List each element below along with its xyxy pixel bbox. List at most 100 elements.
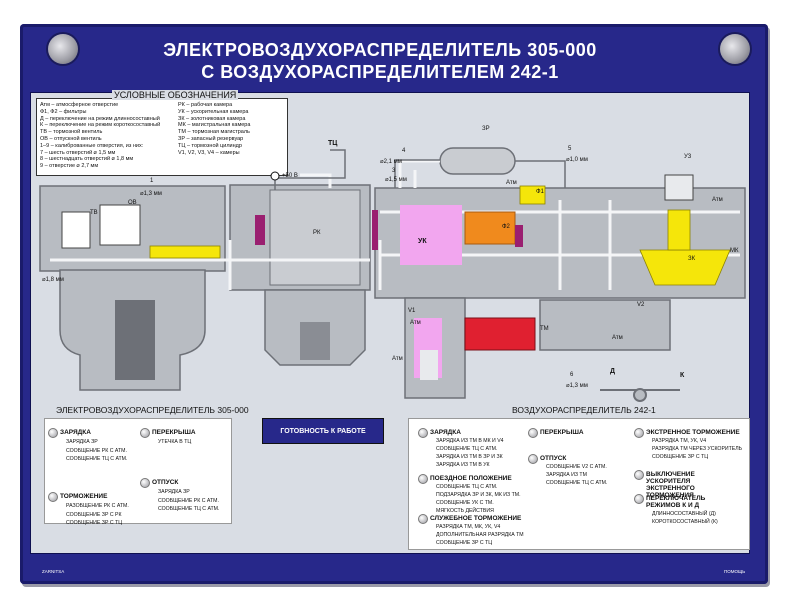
legend-item: 7 – шесть отверстий ⌀ 1,5 мм (40, 149, 116, 156)
mode-group-item: СООБЩЕНИЕ УК С ТМ. (436, 500, 494, 506)
mode-group-item: ДЛИННОСОСТАВНЫЙ (Д) (652, 511, 716, 517)
label-n1: 1 (150, 178, 154, 184)
mode-group-item: ЗАРЯДКА ИЗ ТМ В УК (436, 462, 490, 468)
mode-group-item: ЗАРЯДКА ЗР (158, 489, 190, 495)
group-bullet-icon (634, 494, 644, 504)
legend-item: Атм – атмосферное отверстие (40, 102, 119, 108)
yellow-chambers (149, 185, 731, 286)
footer-brand-right: ПОМОЩЬ (724, 569, 746, 574)
group-bullet-icon (418, 514, 428, 524)
legend-item: К – переключение на режим короткосоставн… (40, 122, 161, 129)
label-tv: ТВ (90, 210, 98, 216)
mode-group-item: КОРОТКОСОСТАВНЫЙ (К) (652, 519, 718, 525)
legend-box (36, 98, 288, 176)
legend-item: РК – рабочая камера (178, 102, 233, 108)
brake-line-block (464, 317, 536, 351)
label-tc: ТЦ (328, 140, 338, 147)
legend-item: Ф1, Ф2 – фильтры (40, 108, 87, 115)
group-bullet-icon (140, 428, 150, 438)
legend-title: УСЛОВНЫЕ ОБОЗНАЧЕНИЯ (112, 90, 239, 100)
label-d3: ⌀1,5 мм (385, 177, 407, 183)
label-zr: ЗР (482, 126, 490, 132)
mode-group-title: ЗАРЯДКА (430, 429, 461, 436)
mode-group-item: МЯГКОСТЬ ДЕЙСТВИЯ (436, 508, 494, 514)
right-section-title: ВОЗДУХОРАСПРЕДЕЛИТЕЛЬ 242-1 (512, 405, 656, 415)
label-f2: Ф2 (502, 224, 510, 230)
label-v1: V1 (408, 308, 416, 314)
mode-switch-lever (600, 388, 680, 402)
ready-to-work-button[interactable]: ГОТОВНОСТЬ К РАБОТЕ (262, 418, 384, 444)
mode-group-item: СООБЩЕНИЕ ТЦ С АТМ. (546, 480, 608, 486)
legend-item: МК – магистральная камера (178, 122, 251, 129)
mode-group-title: ПОЕЗДНОЕ ПОЛОЖЕНИЕ (430, 475, 512, 482)
mode-group-item: СООБЩЕНИЕ ТЦ С АТМ. (436, 484, 498, 490)
label-rk: РК (313, 230, 321, 236)
mode-group-title: ВЫКЛЮЧЕНИЕ УСКОРИТЕЛЯ ЭКСТРЕННОГО ТОРМОЖ… (646, 471, 695, 499)
group-bullet-icon (528, 428, 538, 438)
terminal-icon (270, 171, 280, 181)
label-uk: УК (418, 238, 427, 245)
legend-item: ОВ – отпускной вентиль (40, 136, 102, 142)
label-d: Д (610, 368, 615, 375)
legend-item: Д – переключение на режим длинносоставны… (40, 115, 160, 122)
mode-group-item: ЗАРЯДКА ЗР (66, 439, 98, 445)
label-n4: 4 (402, 148, 406, 154)
mode-group-item: ЗАРЯДКА ИЗ ТМ В МК И V4 (436, 438, 504, 444)
mode-group-item: УТЕЧКА В ТЦ (158, 439, 192, 445)
left-section-title: ЭЛЕКТРОВОЗДУХОРАСПРЕДЕЛИТЕЛЬ 305-000 (56, 405, 249, 415)
mode-group-title: ПЕРЕКЛЮЧАТЕЛЬ РЕЖИМОВ К И Д (646, 495, 706, 509)
legend-item: УК – ускорительная камера (178, 108, 249, 115)
footer-brand-left: ZARNITSA (42, 569, 65, 574)
mode-group-title: ЗАРЯДКА (60, 429, 91, 436)
group-bullet-icon (528, 454, 538, 464)
label-tm: ТМ (540, 326, 549, 332)
legend-item: ТЦ – тормозной цилиндр (178, 142, 242, 149)
legend-item: V1, V2, V3, V4 – камеры (178, 149, 240, 156)
group-bullet-icon (634, 428, 644, 438)
mode-group-item: СООБЩЕНИЕ ТЦ С АТМ. (158, 506, 220, 512)
label-d2: ⌀1,3 мм (140, 191, 162, 197)
label-v2: V2 (637, 302, 645, 308)
mode-group-item: СООБЩЕНИЕ ЗР С ТЦ (436, 540, 493, 546)
label-n6: 6 (570, 372, 574, 378)
label-d4: ⌀2,1 мм (380, 159, 402, 165)
label-atm: Атм (712, 197, 723, 203)
label-d1: ⌀1,8 мм (42, 277, 64, 283)
mode-group-title: ПЕРЕКРЫША (540, 429, 584, 436)
mode-group-item: ПОДЗАРЯДКА ЗР И ЗК, МК ИЗ ТМ. (436, 492, 521, 498)
label-atm: Атм (392, 356, 403, 362)
mode-group-item: РАЗРЯДКА ТМ, УК, V4 (652, 438, 707, 444)
mode-group-item: СООБЩЕНИЕ V2 С АТМ. (546, 464, 607, 470)
mode-group-item: СООБЩЕНИЕ ТЦ С АТМ. (66, 456, 128, 462)
label-uz: УЗ (684, 154, 692, 160)
mode-group-title: ЭКСТРЕННОЕ ТОРМОЖЕНИЕ (646, 429, 740, 436)
mode-group-title: ОТПУСК (152, 479, 179, 486)
group-bullet-icon (48, 428, 58, 438)
mode-group-item: РАЗРЯДКА ТМ ЧЕРЕЗ УСКОРИТЕЛЬ (652, 446, 743, 452)
mode-group-item: РАЗОБЩЕНИЕ РК С АТМ. (66, 503, 129, 509)
label-f1: Ф1 (536, 189, 544, 195)
group-bullet-icon (634, 470, 644, 480)
legend-item: ТМ – тормозная магистраль (178, 129, 250, 136)
group-bullet-icon (48, 492, 58, 502)
mounting-screw (48, 34, 78, 64)
mode-group-item: СООБЩЕНИЕ ЗР С РК (66, 511, 122, 518)
label-atm: Атм (506, 180, 517, 186)
right-modes-box (408, 418, 750, 550)
mode-group-item: ЗАРЯДКА ИЗ ТМ (546, 472, 587, 478)
mode-group-title: ТОРМОЖЕНИЕ (60, 493, 108, 500)
label-k: К (680, 372, 685, 379)
label-ov: ОВ (128, 200, 137, 206)
label-mk: МК (730, 248, 739, 254)
legend-item: ЗК – золотниковая камера (178, 115, 246, 122)
mode-group-item: ДОПОЛНИТЕЛЬНАЯ РАЗРЯДКА ТМ (436, 532, 524, 538)
label-plus50: +50 В (282, 173, 298, 179)
filter-f2 (464, 211, 516, 245)
legend-item: 1–9 – калиброванные отверстия, из них: (40, 142, 144, 149)
valve-coils (61, 174, 694, 380)
mode-group-item: СООБЩЕНИЕ РК С АТМ. (66, 447, 127, 454)
legend-item: ЗР – запасный резервуар (178, 136, 244, 142)
page-title-line2: С ВОЗДУХОРАСПРЕДЕЛИТЕЛЕМ 242-1 (201, 62, 559, 82)
label-n5: 5 (568, 146, 572, 152)
